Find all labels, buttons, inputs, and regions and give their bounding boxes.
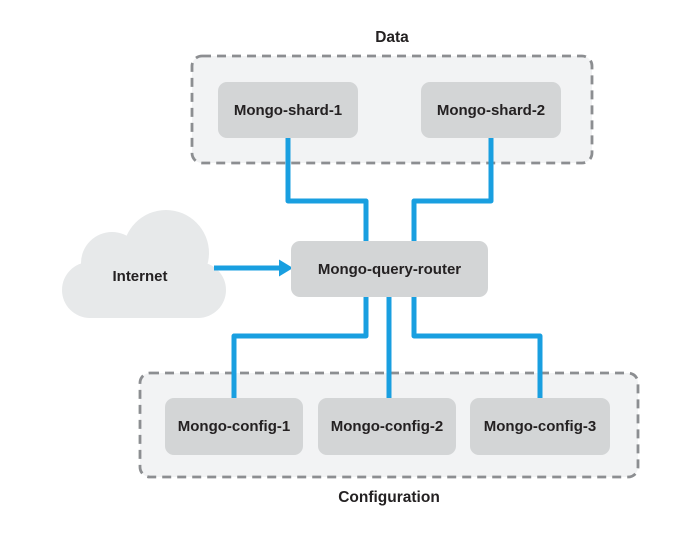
node-mongo-config-3-label: Mongo-config-3 — [483, 418, 597, 435]
node-mongo-query-router-label: Mongo-query-router — [317, 260, 462, 278]
node-mongo-shard-1: Mongo-shard-1 — [218, 82, 358, 138]
node-mongo-config-1: Mongo-config-1 — [165, 398, 303, 455]
node-mongo-config-1-label: Mongo-config-1 — [177, 418, 291, 435]
data-group-title: Data — [375, 29, 409, 46]
node-mongo-config-3: Mongo-config-3 — [470, 398, 610, 455]
connector-shard1-to-router — [285, 137, 369, 242]
configuration-group-title: Configuration — [338, 489, 440, 506]
connector-shard2-to-router — [411, 137, 494, 242]
connector-router-to-config3 — [411, 295, 543, 399]
node-mongo-shard-2-label: Mongo-shard-2 — [436, 101, 546, 119]
node-mongo-config-2: Mongo-config-2 — [318, 398, 456, 455]
internet-cloud-icon — [62, 210, 226, 318]
connector-router-to-config1 — [231, 295, 369, 399]
internet-label: Internet — [112, 268, 168, 285]
node-mongo-config-2-label: Mongo-config-2 — [330, 418, 444, 435]
node-mongo-shard-1-label: Mongo-shard-1 — [233, 101, 343, 119]
node-mongo-shard-2: Mongo-shard-2 — [421, 82, 561, 138]
node-mongo-query-router: Mongo-query-router — [291, 241, 488, 297]
internet-to-router-arrow-icon — [214, 259, 293, 277]
